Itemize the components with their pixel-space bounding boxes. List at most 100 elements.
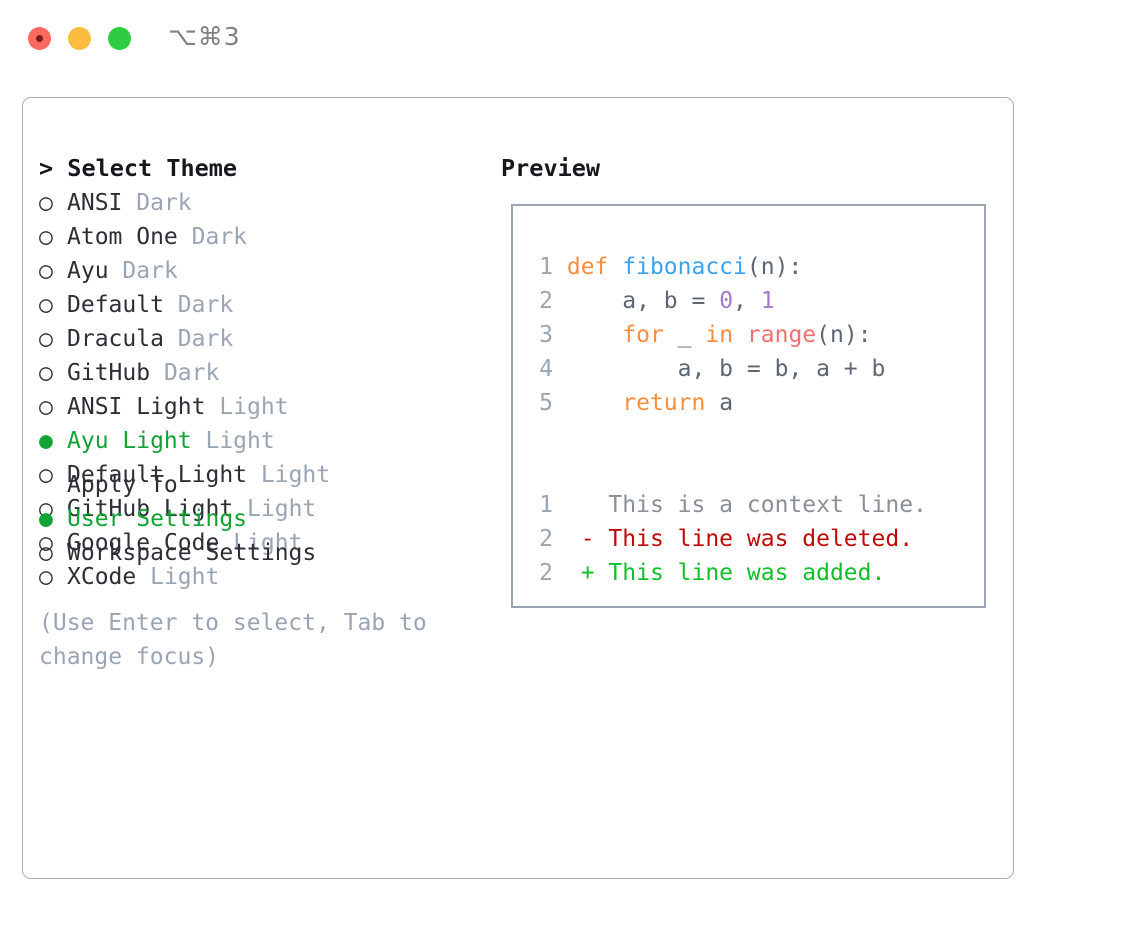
radio-unselected-icon: ○ — [39, 394, 53, 420]
theme-option-label: XCode — [67, 564, 137, 590]
theme-option-ansi-light[interactable]: ○ANSI Light Light — [39, 390, 499, 424]
preview-heading: Preview — [501, 154, 601, 182]
theme-option-label: Dracula — [67, 326, 164, 352]
theme-option-label: Ayu Light — [67, 428, 192, 454]
radio-selected-icon: ● — [39, 506, 53, 532]
theme-option-github[interactable]: ○ GitHub Dark — [39, 356, 499, 390]
theme-kind-badge: Dark — [136, 190, 192, 216]
code-token: a, b = — [566, 288, 720, 314]
theme-option-ayu-light[interactable]: ●Ayu Light Light — [39, 424, 499, 458]
radio-unselected-icon: ○ — [39, 564, 53, 590]
theme-option-ansi[interactable]: ○ ANSI Dark — [39, 186, 499, 220]
spacer — [192, 428, 206, 454]
theme-option-label: Google Code — [67, 530, 220, 556]
theme-kind-badge: Dark — [191, 224, 248, 250]
theme-kind-badge: Dark — [122, 258, 178, 284]
code-token: fibonacci — [622, 254, 747, 280]
code-token — [567, 390, 622, 416]
diff-marker: + — [580, 560, 609, 586]
diff-line: 1 This is a context line. — [527, 488, 977, 522]
code-token: _ — [663, 322, 706, 348]
theme-kind-badge: Light — [247, 496, 317, 522]
diff-line: 2 + This line was added. — [527, 556, 977, 590]
code-token: in — [705, 322, 734, 348]
theme-option-label: ANSI Light — [67, 394, 206, 420]
minimize-window-button[interactable] — [68, 27, 91, 50]
theme-option-atom-one[interactable]: ○ Atom One Dark — [39, 220, 499, 254]
theme-option-label: ANSI — [67, 190, 123, 216]
keyboard-hint-text: (Use Enter to select, Tab to change focu… — [39, 610, 427, 670]
radio-unselected-icon: ○ — [39, 224, 53, 250]
preview-panel: Preview 1 def fibonacci(n):2 a, b = 0, 1… — [501, 150, 1001, 608]
theme-option-label: GitHub — [67, 360, 151, 386]
code-blank-line — [527, 420, 977, 454]
theme-kind-badge: Light — [260, 462, 331, 488]
spacer — [164, 292, 178, 318]
diff-line-number: 2 — [539, 526, 553, 552]
apply-to-option-user-settings[interactable]: ● User Settings — [39, 502, 499, 536]
radio-unselected-icon: ○ — [39, 326, 53, 352]
code-line: 1 def fibonacci(n): — [527, 250, 977, 284]
spacer — [178, 224, 192, 250]
theme-option-label: Default — [67, 292, 164, 318]
theme-kind-badge: Dark — [163, 360, 220, 386]
theme-selection-panel: > Select Theme ○ANSI Dark○Atom One Dark○… — [39, 150, 499, 594]
theme-option-default-light[interactable]: ○Default Light Light — [39, 458, 499, 492]
code-line: 2 a, b = 0, 1 — [527, 284, 977, 318]
radio-unselected-icon: ○ — [39, 190, 53, 216]
diff-text: This line was added. — [608, 560, 886, 586]
code-token: (n): — [746, 254, 803, 280]
diff-marker — [581, 492, 609, 518]
maximize-window-button[interactable] — [108, 27, 131, 50]
diff-marker: - — [580, 526, 609, 552]
code-line-number: 3 — [539, 322, 553, 348]
diff-text: This line was deleted. — [608, 526, 914, 552]
code-token: (n): — [816, 322, 872, 348]
theme-option-ayu[interactable]: ○ Ayu Dark — [39, 254, 499, 288]
code-token: range — [746, 322, 817, 348]
radio-unselected-icon: ○ — [39, 360, 53, 386]
radio-selected-icon: ● — [39, 428, 53, 454]
theme-option-default[interactable]: ○ Default Dark — [39, 288, 499, 322]
gutter-space — [553, 288, 567, 314]
diff-line-number: 2 — [539, 560, 553, 586]
spacer — [205, 394, 219, 420]
radio-unselected-icon: ○ — [39, 258, 53, 284]
apply-to-options: ● User Settings ○Workspace Settings — [39, 502, 499, 570]
theme-option-label: Ayu — [67, 258, 109, 284]
theme-option-xcode[interactable]: ○XCode Light — [39, 560, 499, 594]
theme-option-google-code[interactable]: ○Google Code Light — [39, 526, 499, 560]
diff-text: This is a context line. — [608, 492, 927, 518]
theme-option-label: Atom One — [67, 224, 178, 250]
window-titlebar: ⌥⌘3 — [0, 0, 1140, 78]
code-line: 3 for _ in range(n): — [527, 318, 977, 352]
radio-unselected-icon: ○ — [39, 292, 53, 318]
gutter-space — [553, 356, 567, 382]
theme-kind-badge: Dark — [177, 326, 234, 352]
radio-unselected-icon: ○ — [39, 496, 53, 522]
code-line-number: 1 — [539, 254, 553, 280]
close-window-button[interactable] — [28, 27, 51, 50]
select-theme-heading: > Select Theme — [39, 154, 238, 182]
window-title: ⌥⌘3 — [168, 22, 241, 51]
apply-to-option-label: User Settings — [67, 506, 248, 532]
code-token — [733, 322, 747, 348]
code-token: for — [622, 322, 664, 348]
apply-to-heading: Apply To — [67, 472, 178, 498]
theme-option-label: GitHub Light — [67, 496, 234, 522]
code-token — [567, 322, 622, 348]
code-line-number: 2 — [539, 288, 553, 314]
radio-unselected-icon: ○ — [39, 540, 53, 566]
theme-option-github-light[interactable]: ○ GitHub Light Light — [39, 492, 499, 526]
radio-unselected-icon: ○ — [39, 530, 53, 556]
apply-to-option-workspace-settings[interactable]: ○Workspace Settings — [39, 536, 499, 570]
theme-option-dracula[interactable]: ○ Dracula Dark — [39, 322, 499, 356]
spacer — [122, 190, 136, 216]
code-token: a — [705, 390, 734, 416]
theme-kind-badge: Dark — [177, 292, 234, 318]
diff-line-number: 1 — [539, 492, 553, 518]
code-token: 0 — [719, 288, 734, 314]
apply-to-panel: Apply To ● User Settings ○Workspace Settin… — [39, 468, 499, 570]
